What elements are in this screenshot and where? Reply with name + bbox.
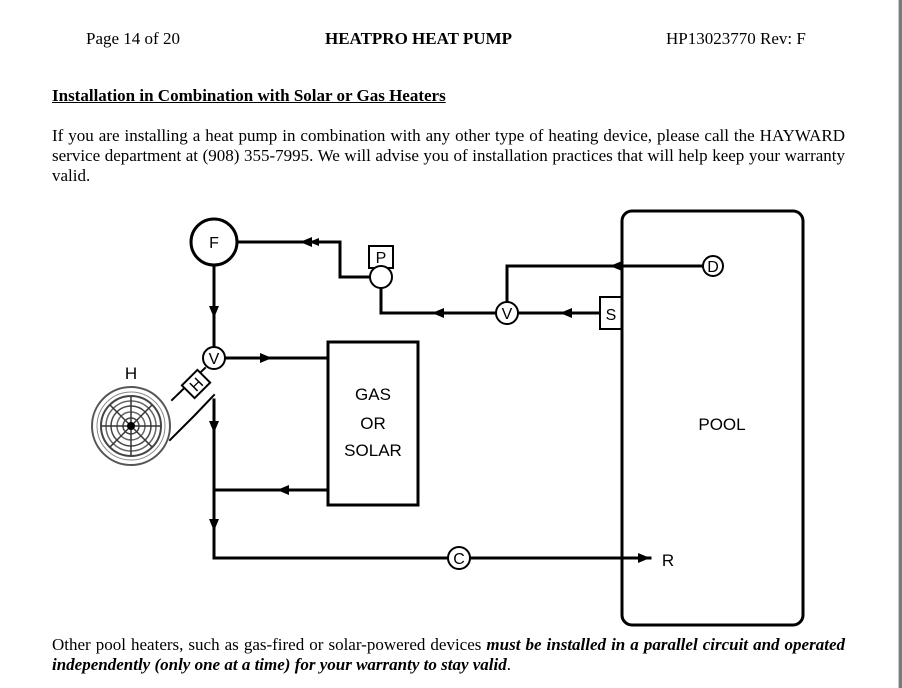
page-number: Page 14 of 20 — [86, 29, 180, 48]
skimmer-label: S — [606, 307, 617, 324]
arrow-left-4 — [610, 261, 622, 271]
pressure-label: P — [376, 250, 387, 267]
arrow-down-3 — [209, 421, 219, 433]
drain-label: D — [707, 259, 719, 276]
filter-label: F — [209, 235, 219, 252]
arrow-right-1 — [260, 353, 272, 363]
pool-outline — [620, 209, 805, 627]
arrow-left-1 — [300, 237, 312, 247]
heat-pump-label: H — [125, 364, 137, 383]
pipe-main-return — [212, 398, 450, 560]
valve-icon — [495, 301, 519, 325]
valve-label: V — [502, 306, 513, 323]
filter-icon — [189, 217, 239, 267]
pool-label: POOL — [698, 415, 745, 434]
warranty-note-emphasis: must be installed in a parallel circuit … — [52, 635, 845, 674]
pipe-valve-to-drain — [505, 264, 705, 304]
gas-solar-heater-box — [326, 340, 420, 507]
heater-valve-icon — [202, 346, 226, 370]
viewer-border — [899, 0, 902, 688]
arrow-left-5 — [277, 485, 289, 495]
pipe-filter-to-gauge — [234, 240, 372, 279]
heat-pump-fan-icon — [91, 386, 171, 466]
heater-label-2: OR — [360, 414, 386, 433]
heater-label-1: GAS — [355, 385, 391, 404]
warranty-note-end: . — [506, 655, 511, 674]
intro-paragraph: If you are installing a heat pump in com… — [52, 126, 845, 185]
arrow-left-3 — [560, 308, 572, 318]
document-number: HP13023770 Rev: F — [666, 29, 806, 48]
pipe-heatpump-hose-2 — [168, 393, 216, 442]
pipe-gauge-to-valve — [379, 286, 498, 315]
arrow-down-1 — [209, 306, 219, 318]
warranty-note: Other pool heaters, such as gas-fired or… — [52, 635, 845, 675]
arrow-left-2 — [432, 308, 444, 318]
warranty-note-text: Other pool heaters, such as gas-fired or… — [52, 635, 487, 654]
flow-arrows — [209, 237, 650, 563]
check-valve-icon — [447, 546, 471, 570]
heat-pump-bypass-valve: H — [180, 368, 212, 400]
viewer-border-inner — [898, 0, 899, 688]
heater-label-3: SOLAR — [344, 441, 402, 460]
section-title: Installation in Combination with Solar o… — [52, 86, 446, 105]
document-title: HEATPRO HEAT PUMP — [325, 29, 512, 48]
return-label: R — [662, 551, 674, 570]
check-valve-label: C — [453, 551, 465, 568]
pressure-gauge-icon — [369, 265, 393, 289]
drain-icon — [702, 255, 724, 277]
arrow-down-2 — [209, 519, 219, 531]
arrow-right-2 — [638, 553, 650, 563]
heater-valve-label: V — [209, 351, 220, 368]
